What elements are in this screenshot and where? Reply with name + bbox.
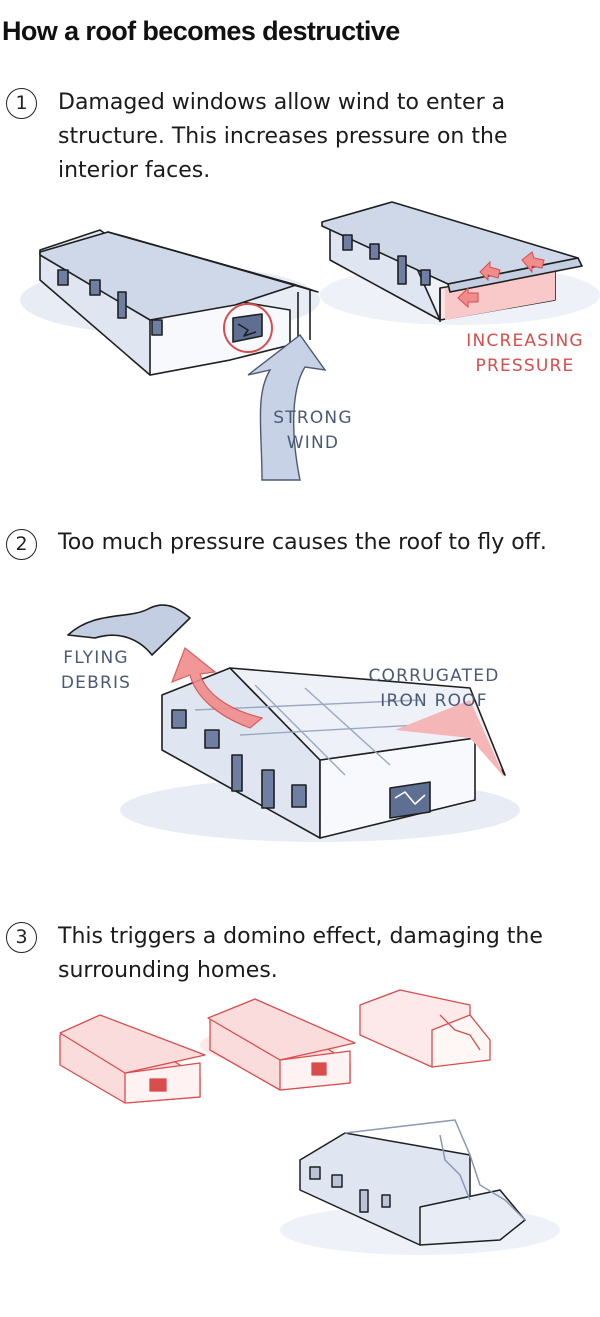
corrugated-roof-label: CORRUGATED IRON ROOF xyxy=(368,666,500,711)
step-3-number: 3 xyxy=(6,922,37,953)
step-2-number: 2 xyxy=(6,529,37,560)
roof-lift-arrow xyxy=(170,647,264,729)
house-roof-lifted xyxy=(161,667,506,839)
step-3-text: This triggers a domino effect, damaging … xyxy=(58,924,543,983)
strong-wind-arrow xyxy=(247,334,327,481)
damaged-home-2 xyxy=(200,998,356,1091)
step-3-illustration xyxy=(59,989,560,1255)
damaged-home-1 xyxy=(59,1014,206,1104)
step-1-text: Damaged windows allow wind to enter a st… xyxy=(58,90,508,183)
increasing-pressure-label: INCREASING PRESSURE xyxy=(466,331,584,376)
damaged-home-3 xyxy=(359,989,491,1068)
step-2-illustration xyxy=(67,604,520,842)
step-1-illustration xyxy=(20,201,600,481)
page-title: How a roof becomes destructive xyxy=(2,16,400,46)
strong-wind-label: STRONG WIND xyxy=(273,408,353,453)
destroyed-home xyxy=(299,1119,526,1246)
broken-window-highlight xyxy=(223,303,273,353)
step-2-text: Too much pressure causes the roof to fly… xyxy=(58,530,547,555)
step-1-number: 1 xyxy=(6,88,37,119)
flying-debris-label: FLYING DEBRIS xyxy=(60,648,132,693)
flying-debris xyxy=(67,604,191,656)
pressure-arrows xyxy=(457,251,545,309)
house-pressure-cutaway xyxy=(321,201,583,322)
